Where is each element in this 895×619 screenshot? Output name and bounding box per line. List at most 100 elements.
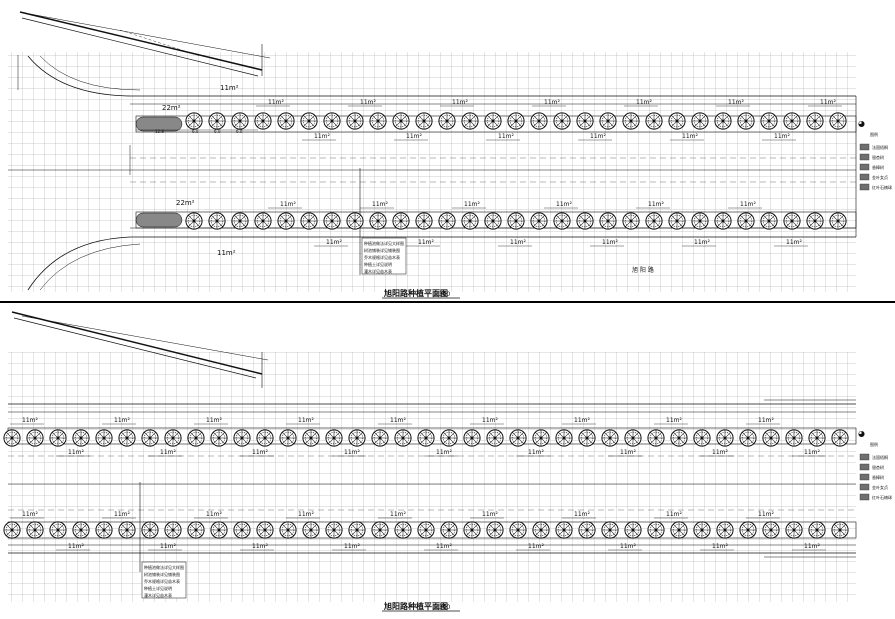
tree-symbol-icon (369, 212, 387, 230)
bed-area-label-lower: 22m² (176, 199, 195, 207)
tree-symbol-icon (576, 112, 594, 130)
tree-area-label: 11m² (452, 99, 468, 106)
tree-symbol-icon (323, 112, 341, 130)
tree-symbol-icon (417, 429, 435, 447)
tree-area-label: 11m² (114, 417, 130, 424)
svg-text:种植池做法详见大样图: 种植池做法详见大样图 (144, 564, 184, 570)
tree-area-label: 11m² (590, 133, 606, 140)
svg-text:金叶女贞: 金叶女贞 (872, 484, 888, 490)
tree-symbol-icon (394, 521, 412, 539)
tree-symbol-icon (254, 212, 272, 230)
tree-symbol-icon (808, 521, 826, 539)
tree-symbol-icon (254, 112, 272, 130)
svg-text:旭阳路种植平面图: 旭阳路种植平面图 (383, 288, 448, 298)
tree-symbol-icon (346, 112, 364, 130)
tree-symbol-icon (553, 112, 571, 130)
tree-symbol-icon (187, 429, 205, 447)
tree-area-label: 11m² (712, 543, 728, 550)
tree-symbol-icon (323, 212, 341, 230)
tree-symbol-icon (831, 429, 849, 447)
tree-area-label: 11m² (464, 201, 480, 208)
tree-symbol-icon (417, 521, 435, 539)
drawing-title-top: 旭阳路种植平面图 1:300 (382, 288, 460, 299)
tree-symbol-icon (463, 429, 481, 447)
svg-text:红叶石楠球: 红叶石楠球 (872, 184, 892, 190)
tree-symbol-icon (415, 212, 433, 230)
tree-symbol-icon (645, 212, 663, 230)
tree-area-label: 11m² (206, 511, 222, 518)
tree-symbol-icon (141, 429, 159, 447)
tree-symbol-icon (716, 521, 734, 539)
tree-area-label: 11m² (740, 201, 756, 208)
tree-symbol-icon (714, 212, 732, 230)
svg-text:香樟树: 香樟树 (872, 164, 884, 170)
legend-bottom: ◕ 图例 法国梧桐 银杏树 香樟树 金叶女贞 红叶石楠球 (858, 429, 892, 501)
tree-area-label: 11m² (666, 511, 682, 518)
tree-area-label: 11m² (206, 417, 222, 424)
tree-area-label: 11m² (68, 543, 84, 550)
tree-symbol-icon (231, 212, 249, 230)
tree-symbol-icon (118, 429, 136, 447)
tree-area-label: 11m² (280, 201, 296, 208)
tree-symbol-icon (164, 429, 182, 447)
tree-symbol-icon (622, 212, 640, 230)
tree-symbol-icon (369, 112, 387, 130)
tree-symbol-icon (325, 521, 343, 539)
tree-symbol-icon (578, 429, 596, 447)
tree-symbol-icon (95, 521, 113, 539)
tree-symbol-icon (601, 521, 619, 539)
tree-symbol-icon (440, 429, 458, 447)
tree-area-label: 11m² (418, 239, 434, 246)
tree-symbol-icon (808, 429, 826, 447)
tree-symbol-icon (507, 212, 525, 230)
tree-symbol-icon (185, 112, 203, 130)
tree-symbol-icon (576, 212, 594, 230)
tree-area-label: 11m² (252, 543, 268, 550)
tree-row-bottom-lower (3, 521, 849, 539)
tree-symbol-icon (187, 521, 205, 539)
tree-area-label: 11m² (498, 133, 514, 140)
tree-row-bottom-upper (3, 429, 849, 447)
tree-area-label: 11m² (758, 417, 774, 424)
tree-symbol-icon (599, 212, 617, 230)
svg-text:1:300: 1:300 (433, 291, 450, 298)
svg-text:旭阳路种植平面图: 旭阳路种植平面图 (383, 601, 448, 611)
tree-area-label: 11m² (510, 239, 526, 246)
tree-symbol-icon (256, 521, 274, 539)
tree-area-label: 11m² (268, 99, 284, 106)
tree-area-label: 11m² (694, 239, 710, 246)
tree-symbol-icon (532, 521, 550, 539)
tree-symbol-icon (553, 212, 571, 230)
tree-symbol-icon (645, 112, 663, 130)
tree-area-label: 11m² (344, 543, 360, 550)
tree-area-label: 11m² (436, 449, 452, 456)
svg-text:法国梧桐: 法国梧桐 (872, 144, 888, 150)
tree-area-label: 11m² (528, 543, 544, 550)
tree-symbol-icon (279, 429, 297, 447)
svg-text:树池铺装详见铺装图: 树池铺装详见铺装图 (364, 247, 400, 253)
tree-symbol-icon (461, 212, 479, 230)
road-name-label: 旭 阳 路 (632, 266, 654, 274)
tree-symbol-icon (438, 112, 456, 130)
tree-symbol-icon (785, 521, 803, 539)
tree-area-label: 11m² (22, 417, 38, 424)
tree-symbol-icon (486, 429, 504, 447)
tree-area-label: 11m² (758, 511, 774, 518)
tree-symbol-icon (484, 212, 502, 230)
tree-area-label: 11m² (160, 543, 176, 550)
tree-symbol-icon (164, 521, 182, 539)
tree-area-label: 11m² (774, 133, 790, 140)
svg-text:法国梧桐: 法国梧桐 (872, 454, 888, 460)
tree-symbol-icon (233, 429, 251, 447)
drawing-title-bottom: 旭阳路种植平面图 1:300 (382, 601, 460, 612)
tree-area-label: 11m² (390, 417, 406, 424)
tree-symbol-icon (760, 212, 778, 230)
tree-symbol-icon (210, 429, 228, 447)
tree-symbol-icon (806, 112, 824, 130)
grid-bottom (8, 352, 856, 602)
svg-text:灌木详见苗木表: 灌木详见苗木表 (364, 268, 392, 274)
grid-top (8, 52, 856, 292)
svg-text:种植池做法详见大样图: 种植池做法详见大样图 (364, 240, 404, 246)
svg-text:树池铺装详见铺装图: 树池铺装详见铺装图 (144, 571, 180, 577)
